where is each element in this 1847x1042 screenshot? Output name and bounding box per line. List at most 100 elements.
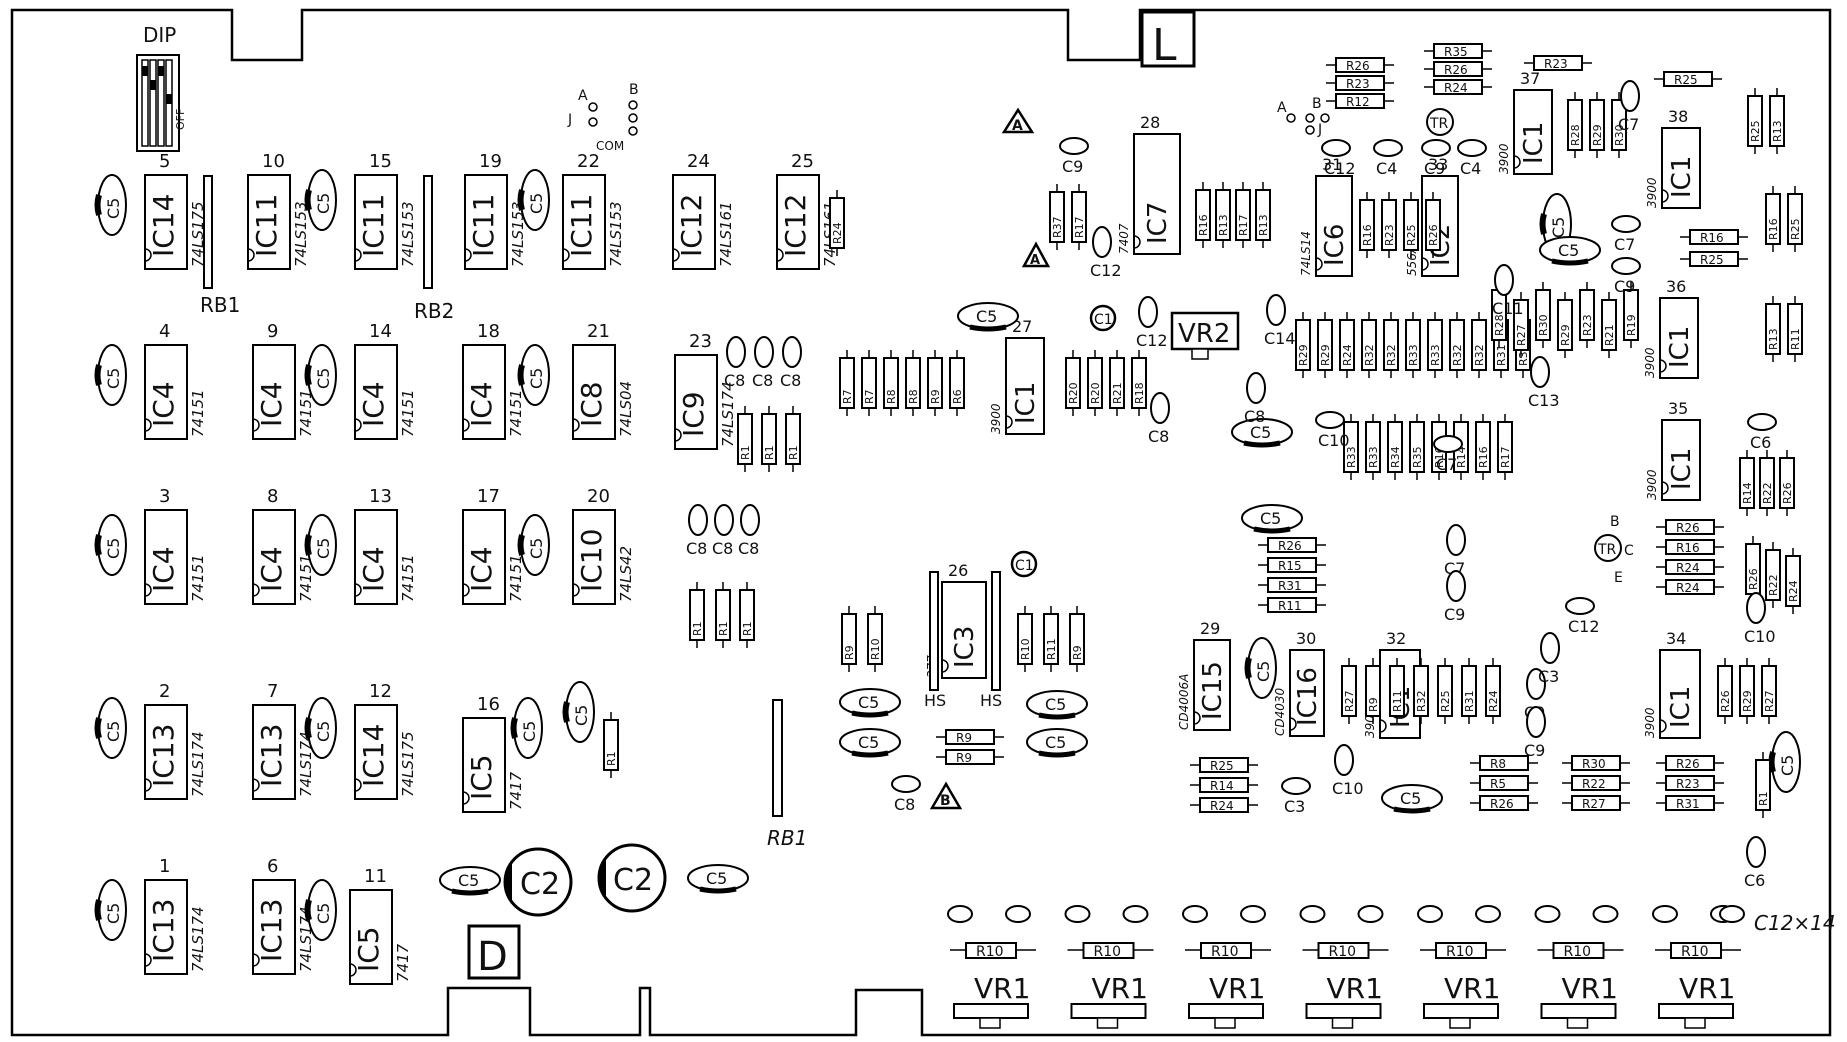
- svg-text:R26: R26: [1444, 63, 1468, 77]
- svg-text:R11: R11: [1391, 690, 1404, 712]
- resistor-vertical: R25: [1437, 658, 1453, 724]
- resistor-vertical: R32: [1471, 312, 1487, 378]
- marker-triangle-b: B: [929, 781, 963, 810]
- ic-number: 29: [1200, 619, 1220, 638]
- resistor-vertical: R20: [1087, 350, 1103, 416]
- svg-text:R8: R8: [1490, 757, 1506, 771]
- ic-number: 7: [267, 681, 278, 702]
- ic-number: 22: [577, 151, 600, 172]
- resistor-horizontal: R25: [1190, 757, 1258, 773]
- svg-text:R23: R23: [1383, 224, 1396, 246]
- resistor-horizontal: R8: [1470, 755, 1538, 771]
- svg-text:R1: R1: [717, 621, 730, 636]
- svg-text:C5: C5: [104, 538, 123, 559]
- svg-text:R25: R25: [1210, 759, 1234, 773]
- ic-name: IC1: [1667, 448, 1697, 490]
- ic-part-number: 3900: [1497, 143, 1511, 174]
- ic-name: IC4: [465, 546, 498, 592]
- ic-part-number: 3900: [1645, 469, 1659, 500]
- ic-number: 24: [687, 151, 710, 172]
- svg-text:R32: R32: [1415, 690, 1428, 712]
- svg-text:C6: C6: [1750, 433, 1771, 452]
- svg-text:C8: C8: [752, 371, 773, 390]
- resistor-vertical: R1: [715, 582, 731, 648]
- svg-text:R26: R26: [1346, 59, 1370, 73]
- ic-part-number: 74151: [189, 554, 207, 602]
- svg-text:C5: C5: [314, 193, 333, 214]
- svg-text:C5: C5: [314, 368, 333, 389]
- svg-text:R11: R11: [1278, 599, 1302, 613]
- board-outline: [10, 8, 1832, 1037]
- svg-text:R13: R13: [1257, 214, 1270, 236]
- svg-text:B: B: [1312, 96, 1322, 112]
- ic-part-number: 74LS174: [719, 381, 737, 447]
- svg-text:R32: R32: [1451, 344, 1464, 366]
- capacitor-c10: C10: [1315, 411, 1350, 450]
- svg-text:VR1: VR1: [974, 972, 1030, 1005]
- svg-text:HS: HS: [924, 691, 946, 710]
- resistor-horizontal: R5: [1470, 775, 1538, 791]
- resistor-vertical: R16: [1195, 182, 1211, 248]
- resistor-vertical: R33: [1405, 312, 1421, 378]
- ic-name: IC8: [575, 381, 608, 427]
- ic-part-number: 74151: [297, 554, 315, 602]
- capacitor-c5: C5: [94, 344, 127, 406]
- resistor-horizontal: R35: [1424, 43, 1492, 59]
- capacitor-c5: C5: [1539, 236, 1601, 266]
- marker-triangle-a1: A: [1001, 107, 1035, 134]
- svg-text:C1: C1: [1015, 558, 1034, 574]
- resistor-vertical: R10: [1017, 606, 1033, 672]
- svg-text:R14: R14: [1741, 482, 1754, 504]
- svg-text:C5: C5: [976, 307, 997, 326]
- svg-text:R30: R30: [1537, 314, 1550, 336]
- ic-number: 19: [479, 151, 502, 172]
- resistor-horizontal: R27: [1562, 795, 1630, 811]
- resistor-vertical: R29: [1739, 658, 1755, 724]
- svg-text:R1: R1: [741, 621, 754, 636]
- vr1-trimmer-row: R10VR1R10VR1R10VR1R10VR1R10VR1R10VR1R10V…: [947, 905, 1745, 1029]
- capacitor-c2-left: C2: [503, 847, 573, 917]
- svg-text:R31: R31: [1495, 344, 1508, 366]
- svg-text:C7: C7: [1618, 115, 1639, 134]
- ic-ic3-26: 26IC3377: [925, 561, 987, 679]
- svg-text:R25: R25: [1749, 120, 1762, 142]
- svg-text:R12: R12: [1346, 95, 1370, 109]
- ic-number: 12: [369, 681, 392, 702]
- svg-text:R1: R1: [605, 751, 618, 766]
- dip-label: DIP: [143, 23, 176, 47]
- ic-name: IC7: [1143, 202, 1173, 244]
- resistor-vertical: R32: [1449, 312, 1465, 378]
- ic-part-number: 74LS153: [399, 201, 417, 267]
- svg-text:C5: C5: [458, 871, 479, 890]
- ic-number: 9: [267, 321, 278, 342]
- capacitor-c14: C14: [1264, 294, 1296, 348]
- svg-text:D: D: [477, 934, 508, 980]
- svg-text:R28: R28: [1493, 314, 1506, 336]
- svg-text:R25: R25: [1405, 224, 1418, 246]
- resistor-horizontal: R24: [1424, 79, 1492, 95]
- svg-text:R29: R29: [1741, 690, 1754, 712]
- resistor-vertical: R7: [861, 350, 877, 416]
- resistor-vertical: R9: [1365, 658, 1381, 724]
- svg-text:C5: C5: [527, 193, 546, 214]
- capacitor-c5: C5: [1381, 784, 1443, 814]
- svg-text:R22: R22: [1767, 574, 1780, 596]
- ic-name: IC4: [255, 546, 288, 592]
- capacitor-c5: C5: [957, 302, 1019, 332]
- ic-name: IC10: [575, 529, 608, 592]
- svg-text:C5: C5: [527, 538, 546, 559]
- svg-text:C8: C8: [1244, 407, 1265, 426]
- capacitor-c5: C5: [304, 169, 337, 231]
- capacitor-c13: C13: [1528, 356, 1560, 410]
- svg-text:R16: R16: [1700, 231, 1724, 245]
- ic-number: 37: [1520, 69, 1540, 88]
- ic-number: 27: [1012, 317, 1032, 336]
